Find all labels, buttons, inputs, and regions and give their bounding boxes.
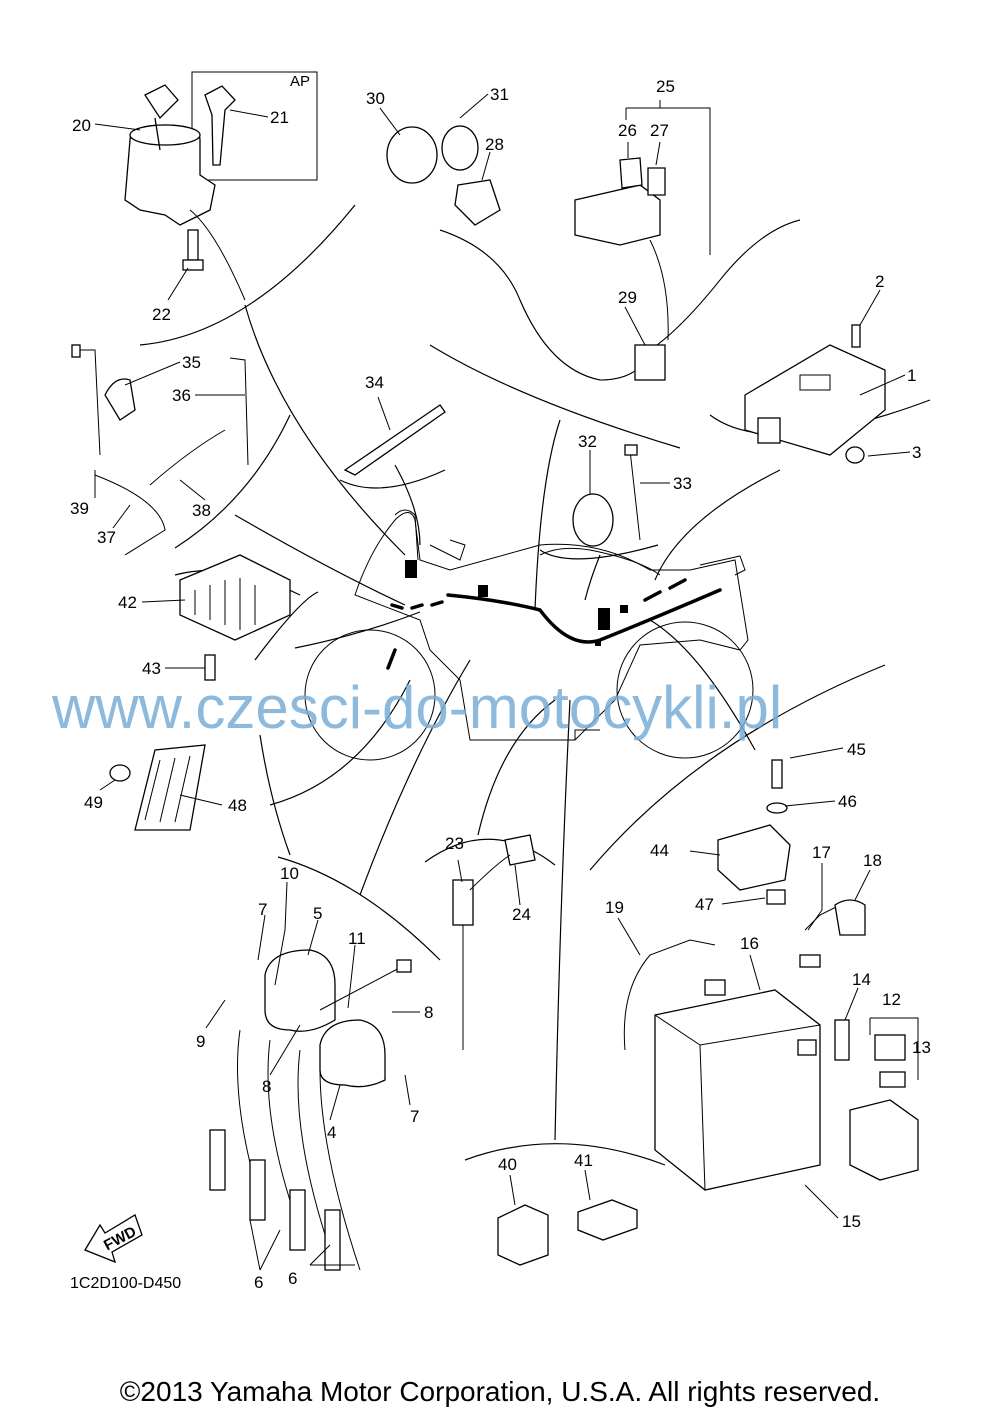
part-label-30: 30 [366,89,385,108]
part-label-41: 41 [574,1151,593,1170]
part-label-36: 36 [172,386,191,405]
part-label-44: 44 [650,841,669,860]
ap-box [191,71,318,181]
part-label-11: 11 [348,929,366,948]
part-label-8b: 8 [262,1077,271,1096]
part-label-18: 18 [863,851,882,870]
part-label-22: 22 [152,305,171,324]
part-label-10: 10 [280,864,299,883]
part-label-35: 35 [182,353,201,372]
group-boundaries [139,204,931,1166]
part-label-38: 38 [192,501,211,520]
part-label-14: 14 [852,970,871,989]
part-label-8a: 8 [424,1003,433,1022]
part-label-19: 19 [605,898,624,917]
part-label-39: 39 [70,499,89,518]
part-label-17: 17 [812,843,831,862]
part-label-2: 2 [875,272,884,291]
part-label-9: 9 [196,1032,205,1051]
part-label-42: 42 [118,593,137,612]
part-label-6a: 6 [254,1273,263,1292]
part-label-28: 28 [485,135,504,154]
part-label-47: 47 [695,895,714,914]
part-label-24: 24 [512,905,531,924]
part-label-4: 4 [327,1123,336,1142]
part-drawings [71,71,919,1271]
part-label-32: 32 [578,432,597,451]
part-label-6b: 6 [288,1269,297,1288]
part-label-43: 43 [142,659,161,678]
part-label-23: 23 [445,834,464,853]
part-label-3: 3 [912,443,921,462]
part-label-45: 45 [847,740,866,759]
part-label-37: 37 [97,528,116,547]
part-label-12: 12 [882,990,901,1009]
part-label-7a: 7 [258,900,267,919]
part-label-27: 27 [650,121,669,140]
part-label-15: 15 [842,1212,861,1231]
watermark: www.czesci-do-motocykli.pl [51,674,782,741]
part-label-5: 5 [313,904,322,923]
leader-lines [94,93,919,1271]
fwd-arrow [84,1214,143,1264]
part-label-31: 31 [490,85,509,104]
connector-lines [234,304,781,1141]
motorcycle-outline [304,509,754,761]
part-label-13: 13 [912,1038,931,1057]
part-label-34: 34 [365,373,384,392]
ap-label: AP [290,73,310,90]
part-label-40: 40 [498,1155,517,1174]
part-label-33: 33 [673,474,692,493]
part-label-46: 46 [838,792,857,811]
part-labels: AP 20 21 22 30 31 28 25 26 27 29 2 1 3 3… [70,73,931,1292]
copyright-text: ©2013 Yamaha Motor Corporation, U.S.A. A… [119,1376,881,1407]
part-label-49: 49 [84,793,103,812]
part-label-48: 48 [228,796,247,815]
part-label-25: 25 [656,77,675,96]
part-label-7b: 7 [410,1107,419,1126]
part-label-26: 26 [618,121,637,140]
part-label-29: 29 [618,288,637,307]
part-label-20: 20 [72,116,91,135]
part-label-21: 21 [270,108,289,127]
diagram-code: 1C2D100-D450 [70,1275,181,1292]
part-label-16: 16 [740,934,759,953]
part-label-1: 1 [907,366,916,385]
